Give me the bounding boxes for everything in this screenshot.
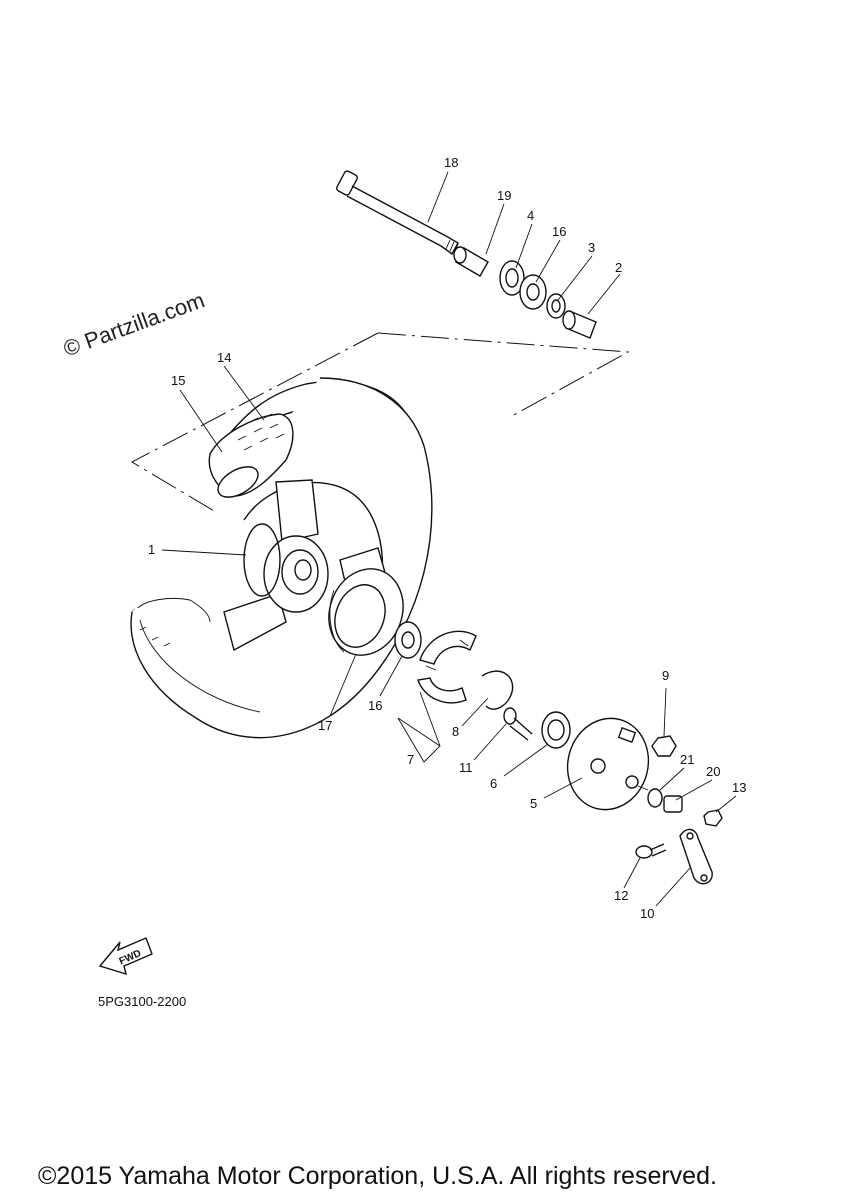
bolt-12-part	[635, 843, 667, 859]
brake-drum-part	[328, 568, 404, 656]
collar-20-part	[663, 795, 683, 813]
oil-seal-part	[546, 293, 566, 319]
callout-15: 15	[171, 373, 185, 388]
brake-shoe-part	[417, 630, 477, 704]
bearing-part	[499, 260, 525, 296]
callout-14: 14	[217, 350, 231, 365]
assembly-lines	[130, 332, 630, 531]
callout-20: 20	[706, 764, 720, 779]
callout-6: 6	[490, 776, 497, 791]
callout-1: 1	[148, 542, 155, 557]
callout-13: 13	[732, 780, 746, 795]
seal-6-part	[541, 711, 571, 749]
axle-part	[336, 170, 459, 256]
callout-2: 2	[615, 260, 622, 275]
callout-3: 3	[588, 240, 595, 255]
spring-part	[481, 670, 514, 710]
callout-4: 4	[527, 208, 534, 223]
spacer-upper-part	[519, 274, 547, 310]
callout-12: 12	[614, 888, 628, 903]
arm-10-part	[679, 828, 713, 885]
collar-2-part	[562, 310, 597, 339]
callout-19: 19	[497, 188, 511, 203]
inner-tube-part	[137, 413, 294, 647]
collar-part	[453, 246, 489, 277]
copyright-notice: ©2015 Yamaha Motor Corporation, U.S.A. A…	[38, 1162, 717, 1190]
camshaft-part	[503, 707, 533, 741]
washer-21-part	[647, 788, 663, 808]
nut-13-part	[703, 809, 723, 827]
callout-21: 21	[680, 752, 694, 767]
callout-11: 11	[459, 760, 473, 775]
brake-plate-part	[566, 717, 650, 811]
leader-lines	[161, 171, 737, 907]
callout-7: 7	[407, 752, 414, 767]
diagram-code: 5PG3100-2200	[98, 994, 187, 1009]
callout-8: 8	[452, 724, 459, 739]
bearing-lower-part	[394, 621, 422, 659]
nut-9-part	[651, 735, 677, 757]
callout-labels: 18 19 4 16 3 2 14 15 1 17 16 7 8 11 6 5 …	[148, 155, 746, 921]
callout-16-lower: 16	[368, 698, 382, 713]
callout-17: 17	[318, 718, 332, 733]
callout-9: 9	[662, 668, 669, 683]
callout-18: 18	[444, 155, 458, 170]
callout-5: 5	[530, 796, 537, 811]
callout-10: 10	[640, 906, 654, 921]
fwd-arrow-icon: FWD	[98, 937, 153, 976]
callout-16-upper: 16	[552, 224, 566, 239]
